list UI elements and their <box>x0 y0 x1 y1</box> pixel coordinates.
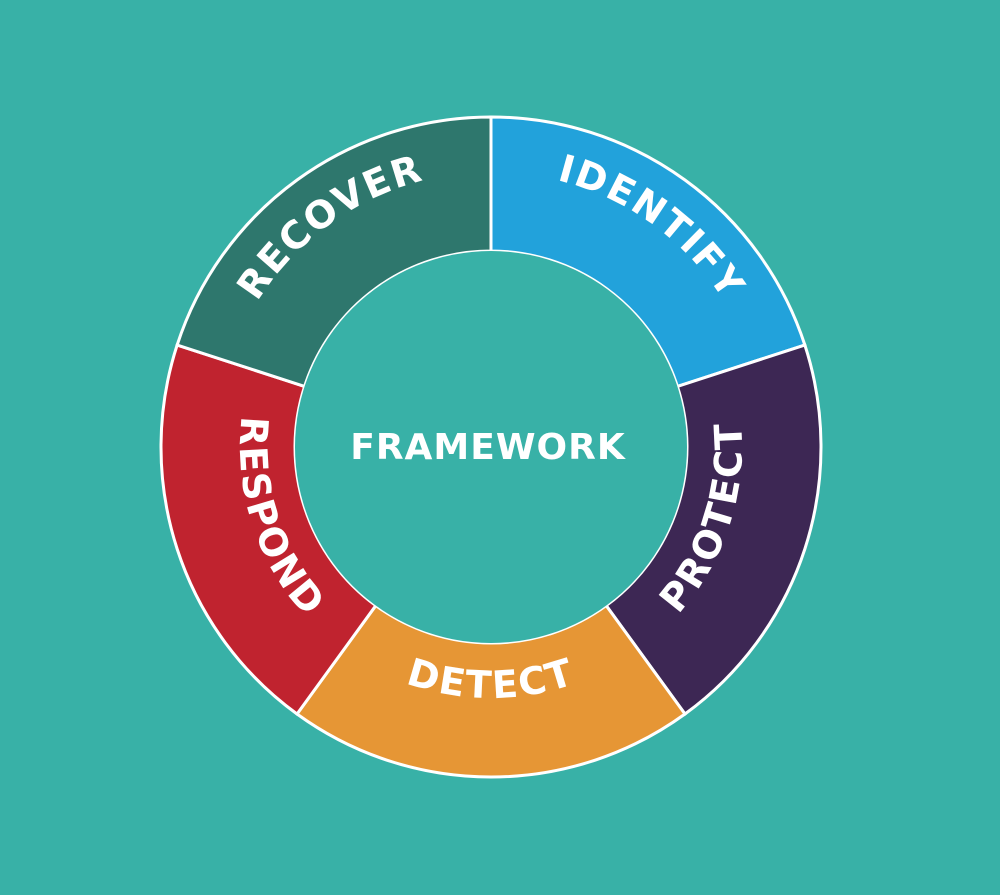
center-disc <box>295 251 687 643</box>
center-label: FRAMEWORK <box>350 427 626 468</box>
